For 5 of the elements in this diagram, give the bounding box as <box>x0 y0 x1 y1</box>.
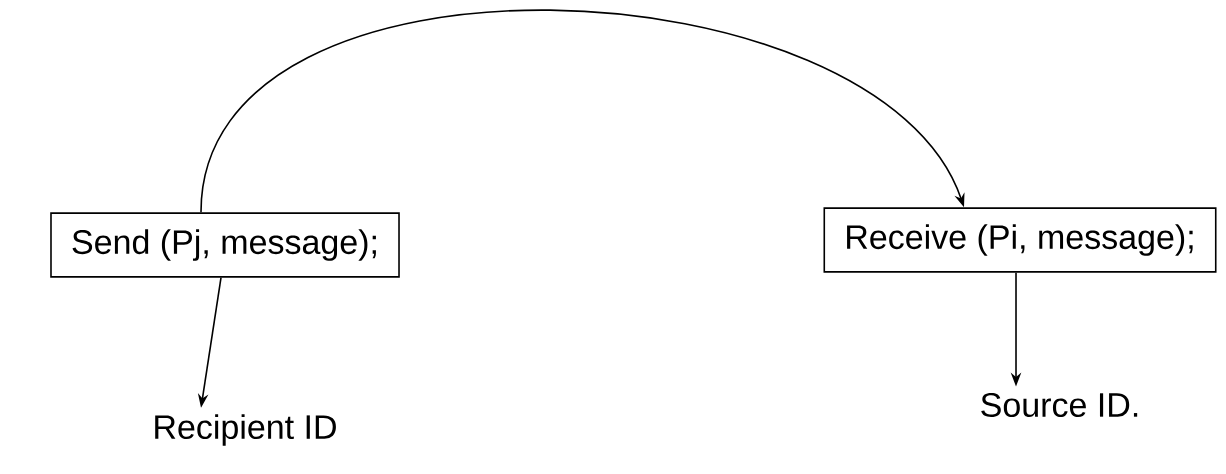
process-box: Receive (Pi, message); <box>823 207 1217 273</box>
node-label: Recipient ID <box>155 414 336 446</box>
process-box: Send (Pj, message); <box>50 212 400 278</box>
node-label: Source ID. <box>981 392 1138 418</box>
arrow <box>200 9 965 214</box>
